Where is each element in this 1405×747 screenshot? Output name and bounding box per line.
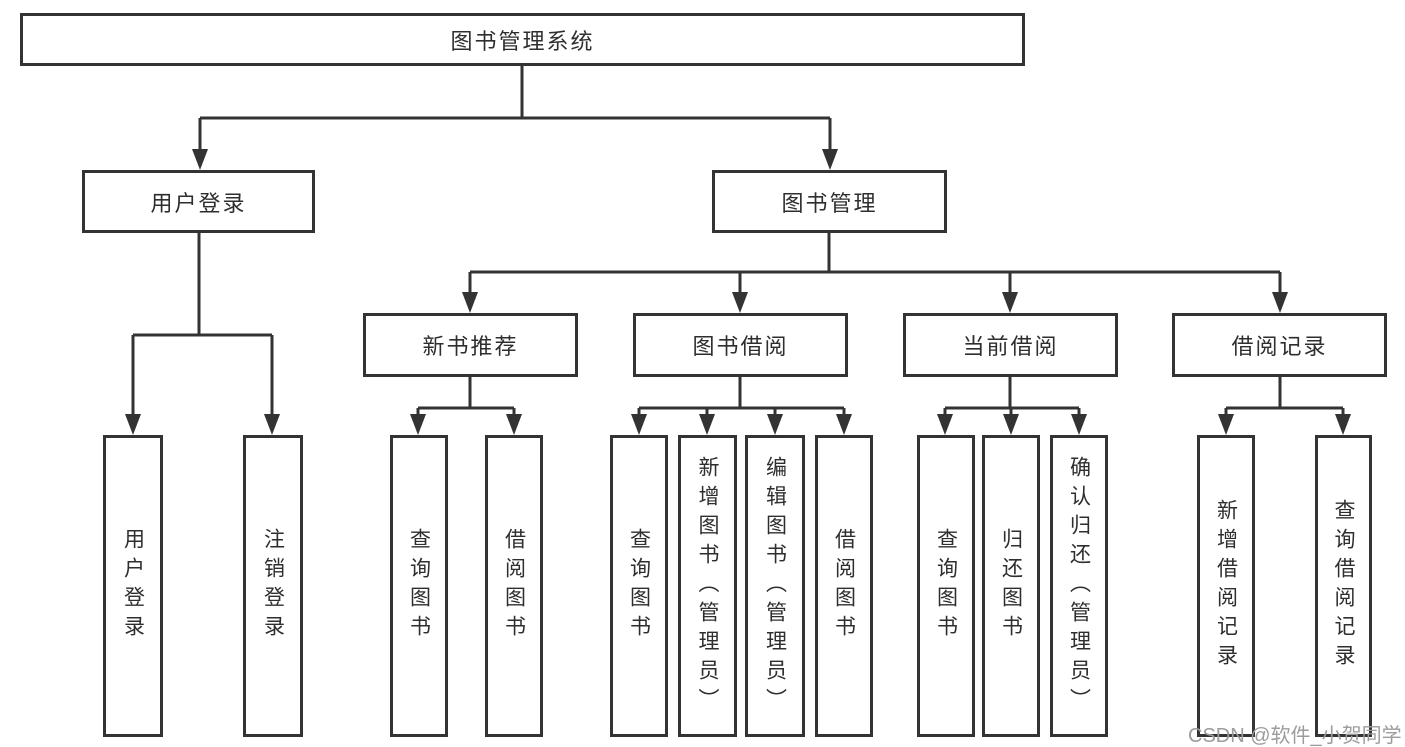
leaf-label: 查询图书	[934, 528, 958, 644]
connector-current-to-leaves	[943, 377, 1081, 431]
leaf-query-books-borrowing: 查询图书	[610, 435, 668, 737]
node-label: 图书管理系统	[450, 28, 595, 54]
leaf-query-books-recommend: 查询图书	[390, 435, 448, 737]
node-user-login: 用户登录	[82, 170, 315, 233]
node-label: 图书借阅	[692, 334, 789, 359]
connector-records-to-leaves	[1224, 377, 1345, 431]
node-book-management: 图书管理	[712, 170, 947, 233]
leaf-user-login: 用户登录	[103, 435, 163, 737]
node-label: 借阅记录	[1231, 334, 1328, 359]
leaf-label: 新增借阅记录	[1214, 499, 1238, 673]
node-new-book-recommendation: 新书推荐	[363, 313, 578, 377]
leaf-label: 编辑图书（管理员）	[763, 455, 787, 717]
node-label: 当前借阅	[962, 334, 1059, 359]
node-current-borrowing: 当前借阅	[903, 313, 1118, 377]
leaf-logout: 注销登录	[243, 435, 303, 737]
leaf-add-borrow-record: 新增借阅记录	[1197, 435, 1255, 737]
connector-userlogin-to-leaves	[131, 233, 274, 431]
leaf-borrow-books-borrowing: 借阅图书	[815, 435, 873, 737]
node-label: 用户登录	[150, 190, 247, 216]
node-label: 新书推荐	[422, 334, 519, 359]
arrowheads-bookmgmt-to-level3	[462, 292, 1288, 313]
leaf-label: 借阅图书	[832, 528, 856, 644]
leaf-borrow-books-recommend: 借阅图书	[485, 435, 543, 737]
leaf-confirm-return-admin: 确认归还（管理员）	[1050, 435, 1108, 737]
leaf-label: 借阅图书	[502, 528, 526, 644]
node-library-management-system: 图书管理系统	[20, 13, 1025, 66]
connector-root-to-level2	[198, 66, 832, 166]
connector-newbooks-to-leaves	[416, 377, 516, 431]
leaf-add-book-admin: 新增图书（管理员）	[678, 435, 737, 737]
leaf-query-books-current: 查询图书	[917, 435, 975, 737]
arrowheads-borrowing-to-leaves	[631, 414, 852, 435]
arrowheads-root-to-level2	[192, 149, 838, 170]
leaf-label: 用户登录	[121, 528, 145, 644]
leaf-label: 归还图书	[999, 528, 1023, 644]
leaf-label: 新增图书（管理员）	[696, 455, 719, 717]
leaf-label: 查询图书	[627, 528, 651, 644]
leaf-edit-book-admin: 编辑图书（管理员）	[745, 435, 805, 737]
node-label: 图书管理	[781, 190, 878, 216]
csdn-watermark: CSDN @软件_小贺同学	[1188, 725, 1402, 747]
leaf-query-borrow-record: 查询借阅记录	[1315, 435, 1372, 737]
leaf-return-book: 归还图书	[982, 435, 1040, 737]
node-borrowing-records: 借阅记录	[1172, 313, 1387, 377]
connector-bookmgmt-to-level3	[468, 233, 1282, 309]
leaf-label: 查询借阅记录	[1332, 499, 1355, 673]
leaf-label: 注销登录	[261, 528, 285, 644]
node-book-borrowing: 图书借阅	[633, 313, 848, 377]
arrowheads-current-to-leaves	[937, 414, 1087, 435]
leaf-label: 确认归还（管理员）	[1067, 455, 1091, 717]
arrowheads-records-to-leaves	[1218, 414, 1351, 435]
leaf-label: 查询图书	[407, 528, 431, 644]
connector-borrowing-to-leaves	[637, 377, 846, 431]
arrowheads-userlogin-to-leaves	[125, 414, 280, 435]
arrowheads-newbooks-to-leaves	[410, 414, 522, 435]
